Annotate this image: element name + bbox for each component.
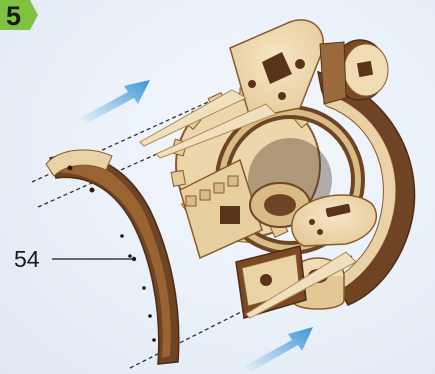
- motion-arrow-bottom: [245, 327, 313, 372]
- callout-leader-54: [52, 257, 136, 261]
- callout-label-54: 54: [14, 246, 40, 272]
- motion-arrow-top: [80, 80, 150, 124]
- mechanism-assembly: [171, 20, 414, 318]
- curved-arc-part-54: [46, 150, 179, 364]
- step-number: 5: [6, 0, 21, 32]
